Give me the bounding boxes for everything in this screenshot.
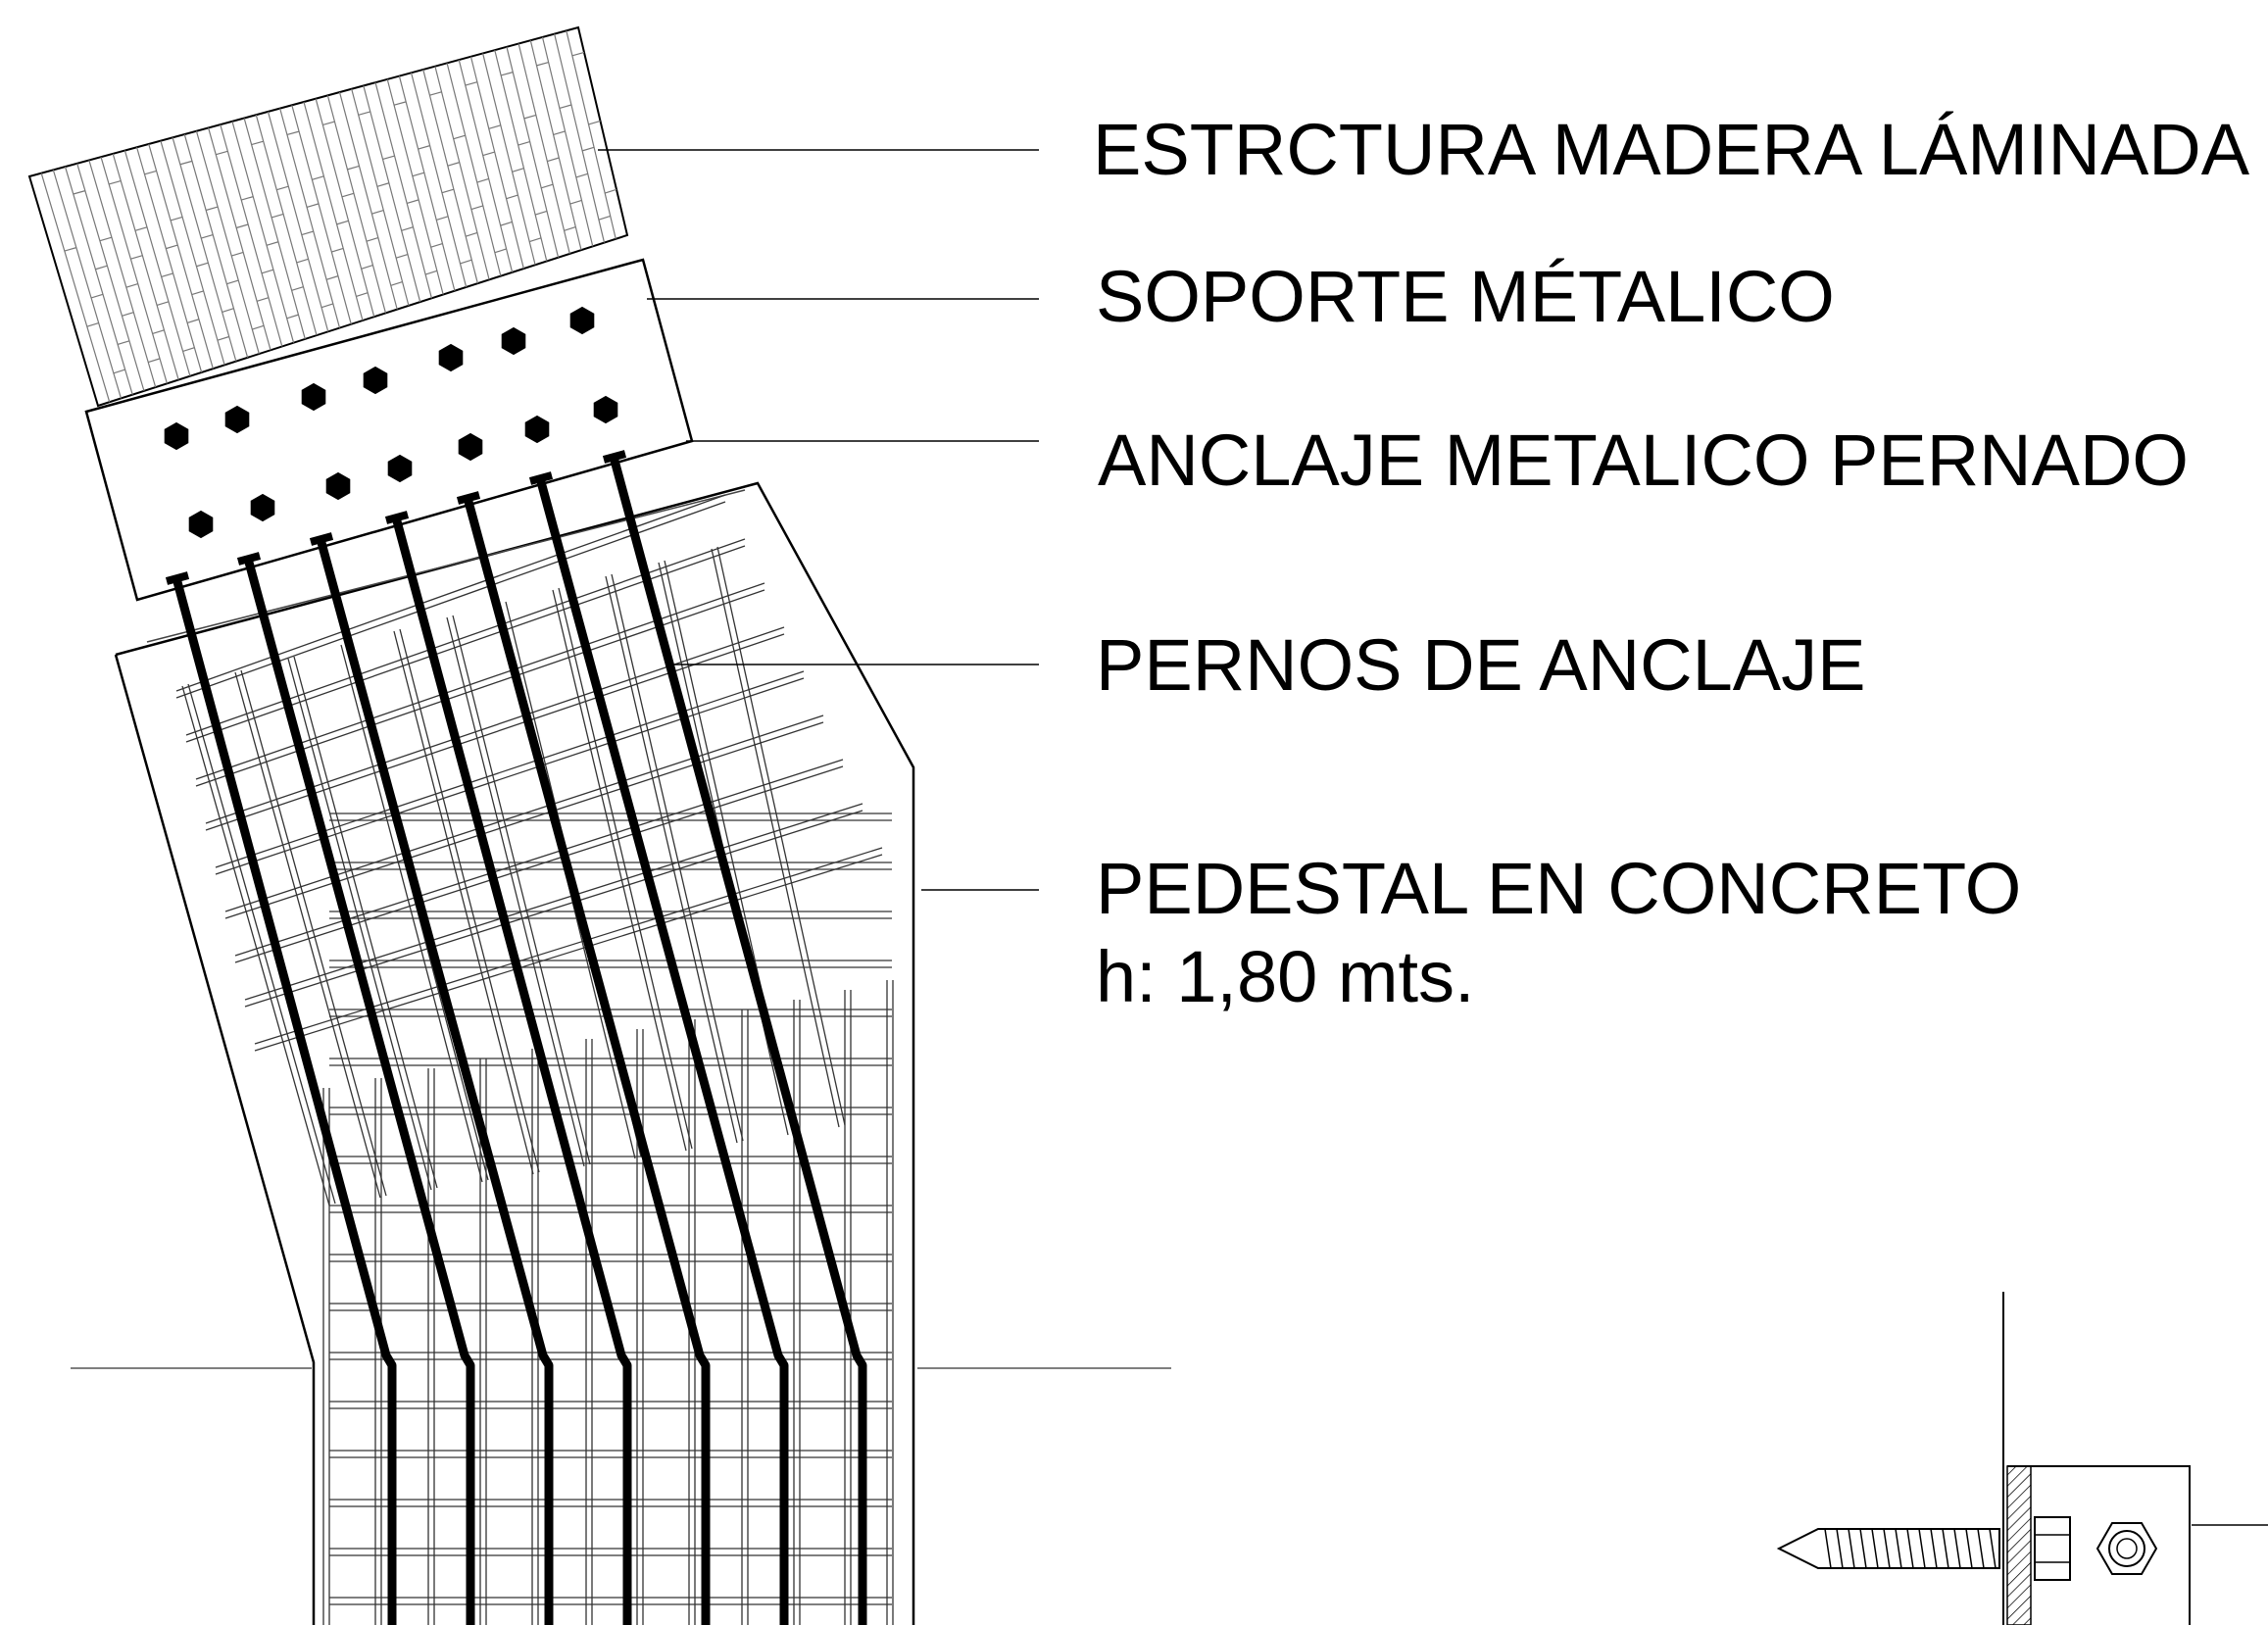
label-pedestal-height: h: 1,80 mts. [1096,936,1475,1017]
bolt-head-icon [569,306,595,335]
lag-screw-detail [1776,1292,2268,1625]
anchor-bolt-cap [165,571,190,585]
bolt-head-icon [224,405,250,434]
anchor-bolt [535,476,789,1625]
anchor-bolt-cap [309,532,334,546]
anchor-bolt [391,516,632,1625]
anchor-bolt-cap [602,450,627,464]
bolt-head-icon [188,510,214,539]
anchor-bolt-cap [456,491,481,505]
anchor-bolt [172,576,397,1625]
anchor-bolt-cap [236,552,262,566]
bolt-head-icon [363,366,388,395]
anchor-bolt [463,496,711,1625]
steel-plate-section [2006,1465,2032,1625]
bolt-head-icon [387,454,413,483]
bolt-head-icon [501,326,526,356]
anchor-bolt [243,557,475,1625]
label-metal-support: SOPORTE MÉTALICO [1096,256,1835,337]
anchor-bolt [609,455,867,1625]
concrete-pedestal [114,481,915,1625]
bolt-head-icon [593,395,618,424]
label-anchor-bolts: PERNOS DE ANCLAJE [1096,624,1865,706]
bolt-head-icon [325,471,351,501]
metal-support-plate [84,258,694,602]
bolt-heads-group [164,306,618,539]
anchor-bolt-cap [384,511,410,524]
bolt-head-icon [301,382,326,412]
laminated-timber-structure [27,25,629,408]
label-bolted-anchor: ANCLAJE METALICO PERNADO [1098,419,2189,501]
bolt-head-icon [438,343,464,372]
reinforcement-cage [175,494,894,1625]
leader-lines [598,149,1039,891]
anchor-bolt [316,537,554,1625]
anchor-bolts-group [165,450,867,1625]
lag-screw-icon [1776,1516,2071,1581]
hex-nut-icon [2095,1522,2158,1575]
bolt-head-icon [250,493,275,522]
label-pedestal: PEDESTAL EN CONCRETO [1096,848,2021,929]
bolt-head-icon [524,415,550,444]
bolt-head-icon [458,432,483,462]
anchor-bolt-cap [528,471,554,485]
bolt-head-icon [164,421,189,451]
label-timber-structure: ESTRCTURA MADERA LÁMINADA [1093,109,2250,190]
